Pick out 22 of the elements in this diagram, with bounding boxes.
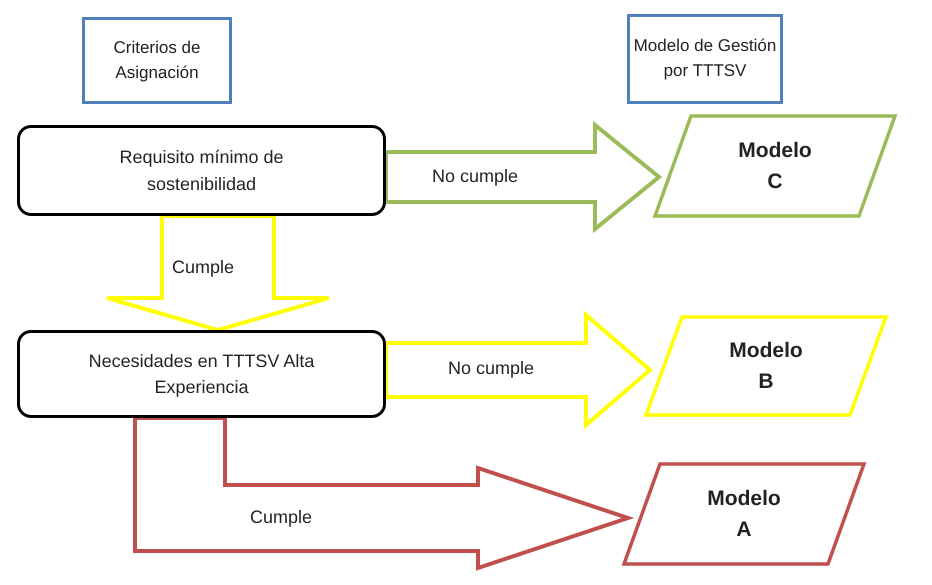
header-box: [627, 14, 783, 104]
block-arrow: [384, 310, 654, 430]
block-arrow: [105, 214, 331, 332]
model-parallelogram: [655, 116, 895, 216]
node-text: Modelo de Gestión por TTTSV: [632, 35, 778, 82]
process-box: [17, 125, 386, 216]
node-text: Criterios de Asignación: [112, 36, 202, 84]
model-label: Modelo B: [728, 338, 804, 395]
edge-label: Cumple: [250, 507, 312, 528]
node-text: Necesidades en TTTSV Alta Experiencia: [88, 350, 316, 399]
model-label: Modelo A: [706, 486, 782, 543]
process-box: [17, 330, 386, 418]
block-arrow: [384, 120, 662, 234]
edge-label: No cumple: [432, 166, 518, 187]
model-parallelogram: [646, 317, 886, 415]
model-label: Modelo C: [737, 138, 813, 195]
header-box: [82, 17, 232, 104]
model-parallelogram: [624, 464, 864, 564]
edge-label: Cumple: [172, 257, 234, 278]
block-arrow: [133, 416, 634, 571]
node-text: Requisito mínimo de sostenibilidad: [118, 146, 285, 196]
edge-label: No cumple: [448, 358, 534, 379]
